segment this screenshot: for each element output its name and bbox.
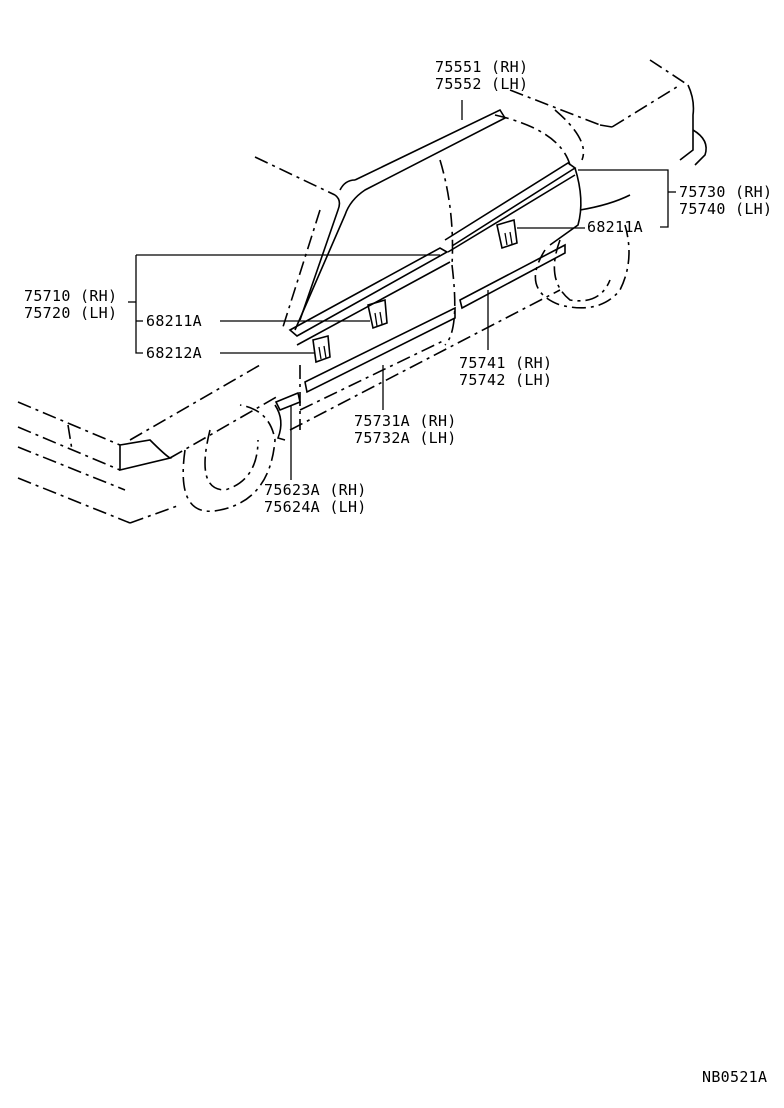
label-68211A-rear: 68211A	[587, 218, 643, 236]
label-68212A: 68212A	[146, 344, 202, 362]
label-75710-rh: 75710 (RH)	[24, 287, 118, 305]
label-68211A-front: 68211A	[146, 312, 202, 330]
clip-68211A-rear-icon	[496, 218, 518, 250]
label-75551-rh: 75551 (RH)	[435, 58, 529, 76]
label-75552-lh: 75552 (LH)	[435, 75, 529, 93]
label-75730-rh: 75730 (RH)	[679, 183, 773, 201]
label-75720-lh: 75720 (LH)	[24, 304, 118, 322]
label-75742-lh: 75742 (LH)	[459, 371, 553, 389]
car-body-outline	[17, 59, 707, 524]
diagram-code: NB0521A	[702, 1068, 768, 1086]
label-75624A-lh: 75624A (LH)	[264, 498, 367, 516]
leader-lines	[128, 100, 676, 480]
clip-68211A-front-icon	[367, 298, 388, 330]
clip-68212A-icon	[312, 334, 331, 364]
label-75741-rh: 75741 (RH)	[459, 354, 553, 372]
label-75623A-rh: 75623A (RH)	[264, 481, 367, 499]
label-75731A-rh: 75731A (RH)	[354, 412, 457, 430]
label-75732A-lh: 75732A (LH)	[354, 429, 457, 447]
label-75740-lh: 75740 (LH)	[679, 200, 773, 218]
